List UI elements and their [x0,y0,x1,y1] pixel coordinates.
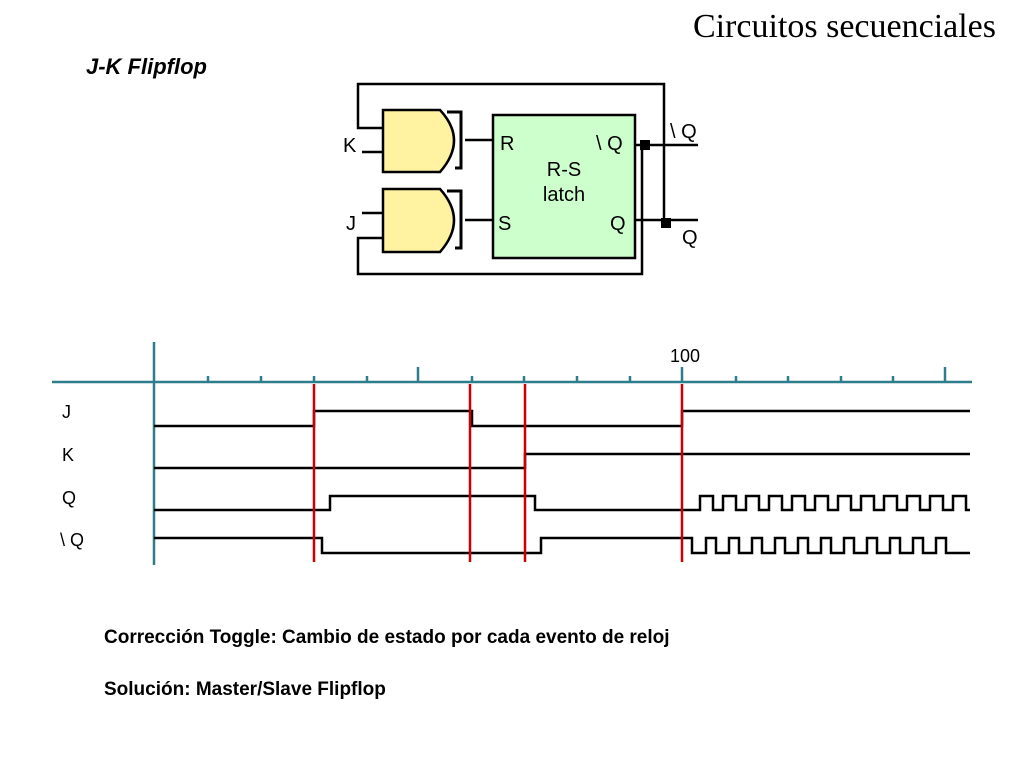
input-k-label: K [343,135,357,157]
time-marker-label: 100 [670,346,700,366]
timing-axis [52,342,972,565]
latch-output-q-label: Q [610,213,626,235]
feedback-wire-top [356,82,666,220]
signal-label-nq: \ Q [60,530,84,550]
waveforms [154,409,970,555]
latch-output-nq-label: \ Q [596,133,623,155]
toggle-correction-note: Corrección Toggle: Cambio de estado por … [104,627,670,648]
latch-input-r-label: R [500,133,514,155]
signal-label-q: Q [62,488,76,508]
output-nq-label: \ Q [670,121,697,143]
latch-input-s-label: S [498,213,511,235]
output-q-label: Q [682,227,698,249]
slide-subtitle: J-K Flipflop [86,54,207,79]
axis-ticks [206,367,947,382]
slide-title: Circuitos secuenciales [692,8,996,45]
signal-label-k: K [62,445,74,465]
waveform-j [154,409,970,428]
jk-flipflop-circuit [356,82,698,276]
gate-bracket-j [447,189,463,250]
latch-name-line1: R-S [547,159,581,181]
and-gate-j [381,187,456,254]
signal-label-j: J [62,402,71,422]
rs-latch-box [491,113,637,260]
waveform-k [154,452,970,470]
waveform-nq [154,536,970,555]
gate-bracket-k [447,110,463,170]
waveform-q [154,494,970,512]
junction-nq [640,140,650,150]
and-gate-k [381,108,456,174]
input-j-label: J [346,213,356,235]
feedback-wire-bottom [356,145,644,276]
junction-q [661,218,671,228]
event-lines [312,384,684,562]
solution-note: Solución: Master/Slave Flipflop [104,679,386,700]
latch-name-line2: latch [543,184,585,206]
